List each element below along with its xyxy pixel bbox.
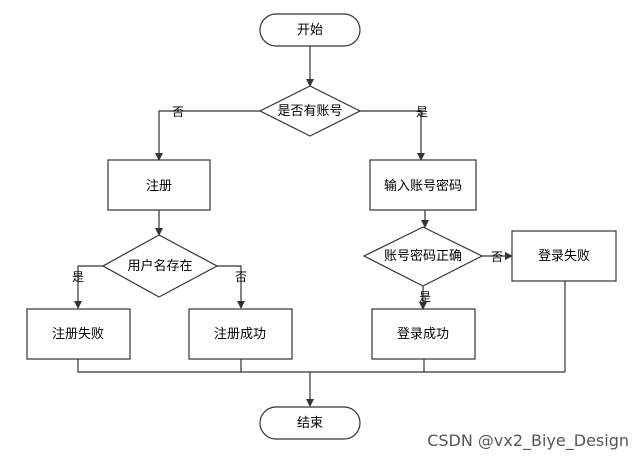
end-node: 结束 <box>259 406 361 440</box>
register-failed-node: 注册失败 <box>26 308 131 360</box>
login-success-label: 登录成功 <box>397 327 449 342</box>
login-success-node: 登录成功 <box>371 308 476 360</box>
edge-decision-yes-to-credentials <box>360 110 425 161</box>
connectors <box>74 46 566 407</box>
register-failed-label: 注册失败 <box>52 327 104 342</box>
register-node: 注册 <box>107 159 211 211</box>
register-success-node: 注册成功 <box>188 308 293 360</box>
enter-credentials-node: 输入账号密码 <box>369 159 477 211</box>
merge-register-failed <box>77 359 565 373</box>
credentials-correct-yes-label: 是 <box>419 290 431 304</box>
login-failed-node: 登录失败 <box>511 230 617 282</box>
start-label: 开始 <box>297 23 323 38</box>
end-label: 结束 <box>297 416 323 431</box>
username-exists-yes-label: 是 <box>72 270 84 284</box>
start-node: 开始 <box>259 13 361 47</box>
username-exists-no-label: 否 <box>235 270 247 284</box>
credentials-correct-decision: 账号密码正确 <box>362 226 484 287</box>
edge-decision-no-to-register <box>155 110 260 161</box>
enter-credentials-label: 输入账号密码 <box>384 178 462 194</box>
watermark: CSDN @vx2_Biye_Design <box>427 431 629 451</box>
register-label: 注册 <box>146 179 172 194</box>
has-account-no-label: 否 <box>172 105 184 119</box>
credentials-correct-no-label: 否 <box>491 250 503 264</box>
has-account-label: 是否有账号 <box>277 104 342 119</box>
edge-username-no-to-register-success <box>217 265 245 309</box>
username-exists-label: 用户名存在 <box>127 258 192 274</box>
has-account-decision: 是否有账号 <box>258 85 362 137</box>
credentials-correct-label: 账号密码正确 <box>384 248 462 264</box>
edge-username-yes-to-register-failed <box>74 265 103 309</box>
register-success-label: 注册成功 <box>214 327 266 342</box>
has-account-yes-label: 是 <box>416 105 428 119</box>
username-exists-decision: 用户名存在 <box>101 234 219 298</box>
login-failed-label: 登录失败 <box>538 249 590 264</box>
